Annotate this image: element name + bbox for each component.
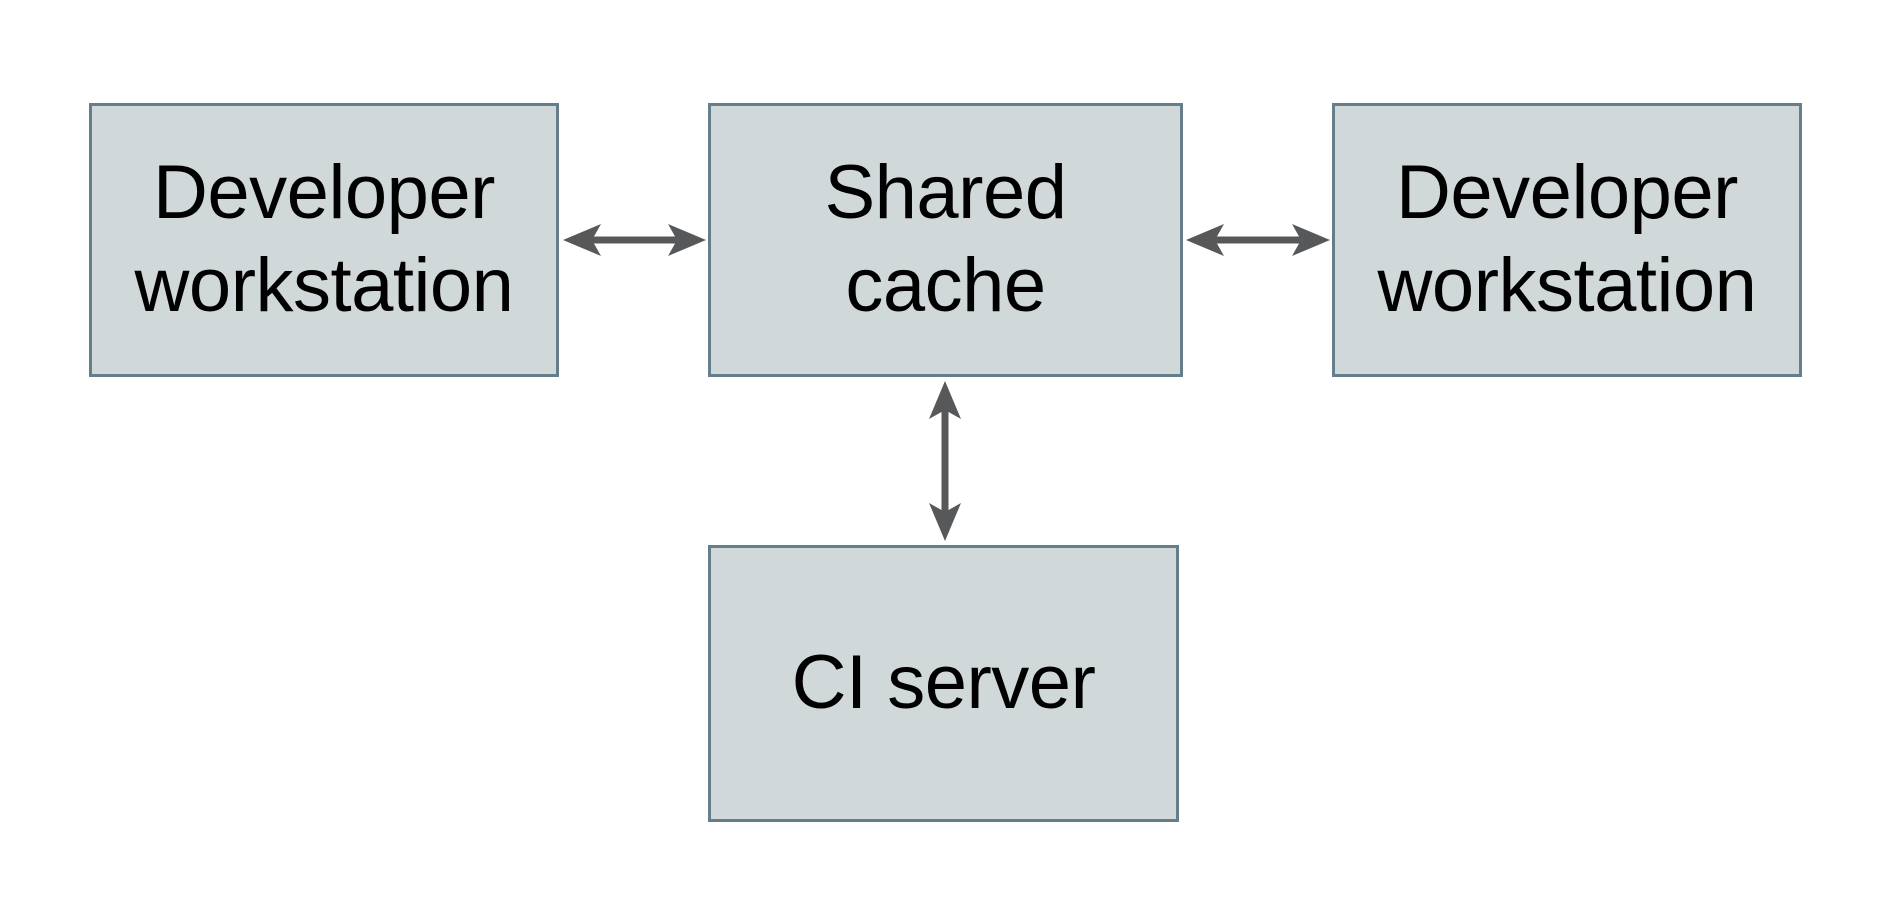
node-developer-workstation-right: Developer workstation	[1332, 103, 1802, 377]
node-developer-workstation-left: Developer workstation	[89, 103, 559, 377]
bidirectional-arrow-shared-cache-ci-server	[929, 381, 961, 541]
node-label-ci-server: CI server	[791, 640, 1096, 726]
node-shared-cache: Shared cache	[708, 103, 1183, 377]
node-label-shared-cache: Shared cache	[824, 150, 1067, 328]
node-label-developer-workstation-right: Developer workstation	[1377, 150, 1757, 328]
bidirectional-arrow-left-workstation-shared-cache	[563, 224, 706, 256]
node-ci-server: CI server	[708, 545, 1179, 822]
bidirectional-arrow-shared-cache-right-workstation	[1186, 224, 1330, 256]
node-label-developer-workstation-left: Developer workstation	[134, 150, 514, 328]
